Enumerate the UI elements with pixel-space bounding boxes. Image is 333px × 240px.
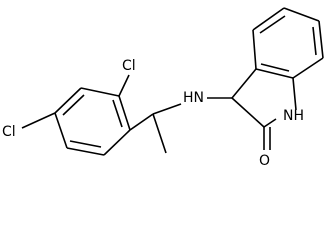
bond bbox=[252, 7, 285, 31]
bond bbox=[283, 7, 320, 22]
bond-to-cl-left bbox=[21, 112, 56, 129]
benzo-ring bbox=[252, 7, 324, 79]
bond bbox=[62, 94, 85, 116]
chlorine-top-label: Cl bbox=[122, 58, 136, 74]
bond bbox=[255, 68, 294, 79]
bond bbox=[103, 129, 131, 156]
bond bbox=[80, 87, 120, 97]
bond bbox=[312, 26, 317, 56]
amine-nh-label: HN bbox=[183, 90, 204, 106]
indolinone-ring bbox=[231, 68, 297, 150]
bond bbox=[54, 87, 82, 114]
bond bbox=[260, 63, 290, 72]
bond bbox=[252, 29, 257, 70]
bond bbox=[66, 147, 105, 156]
bond bbox=[292, 77, 297, 111]
bond bbox=[292, 57, 324, 79]
bond bbox=[152, 103, 182, 115]
bond bbox=[69, 140, 102, 148]
bond bbox=[231, 97, 265, 128]
ethyl-linker bbox=[129, 103, 182, 154]
bond bbox=[112, 99, 123, 128]
lactam-nh-label: NH bbox=[283, 108, 304, 124]
dichlorophenyl-ring bbox=[54, 87, 131, 156]
bond bbox=[231, 68, 257, 99]
bond bbox=[118, 95, 131, 131]
bond bbox=[129, 113, 154, 131]
bond-to-cl-top bbox=[118, 74, 130, 97]
bond bbox=[259, 15, 286, 34]
bond bbox=[263, 118, 277, 128]
bond bbox=[318, 20, 324, 59]
bond bbox=[152, 113, 167, 154]
chemical-structure: Cl Cl HN NH O bbox=[2, 7, 324, 169]
bond bbox=[54, 112, 68, 149]
chlorine-left-label: Cl bbox=[2, 124, 16, 140]
carbonyl-oxygen-label: O bbox=[259, 153, 270, 169]
